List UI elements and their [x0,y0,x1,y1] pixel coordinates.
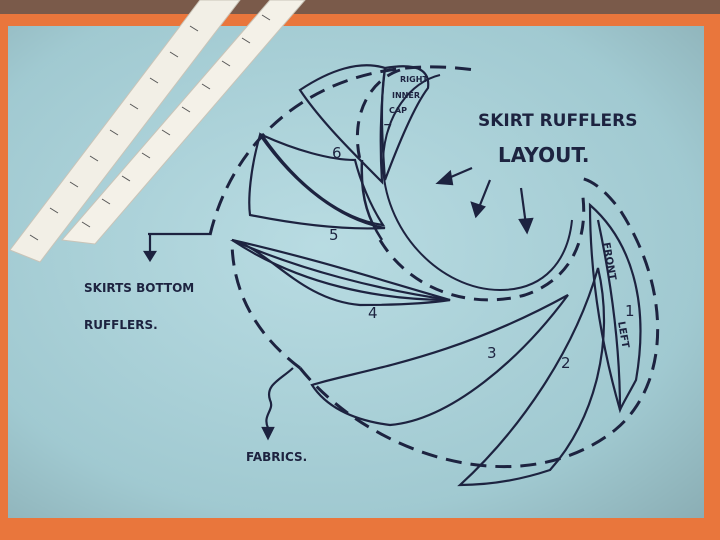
left-label-line-2: RUFFLERS. [84,318,158,332]
piece-number-4: 4 [368,304,378,322]
outer-dashed-outline [208,65,660,469]
fabrics-label: FABRICS. [246,450,307,464]
piece-number-5: 5 [329,226,339,244]
piece-1-label: FRONT 1 LEFT [600,242,635,350]
inner-dashed-circle [355,68,586,302]
piece-7-label-right: RIGHT [400,75,428,84]
piece-1-label-left: LEFT [615,321,631,350]
piece-7-label-cap: CAP [389,106,407,115]
ruffle-pieces [231,64,642,487]
piece-number-6: 6 [332,144,342,162]
title-line-2: LAYOUT. [498,143,590,167]
measuring-tape-icon [9,0,306,263]
piece-1-label-front: FRONT [600,242,618,282]
piece-number-2: 2 [561,354,571,372]
piece-7-label-inner: INNER [392,91,420,100]
piece-number-1: 1 [625,302,635,320]
piece-number-3: 3 [487,344,497,362]
left-label-line-1: SKIRTS BOTTOM [84,281,194,295]
arrow-icons [143,166,534,441]
title-line-1: SKIRT RUFFLERS [478,111,637,131]
piece-number-7: 7 [383,121,393,139]
